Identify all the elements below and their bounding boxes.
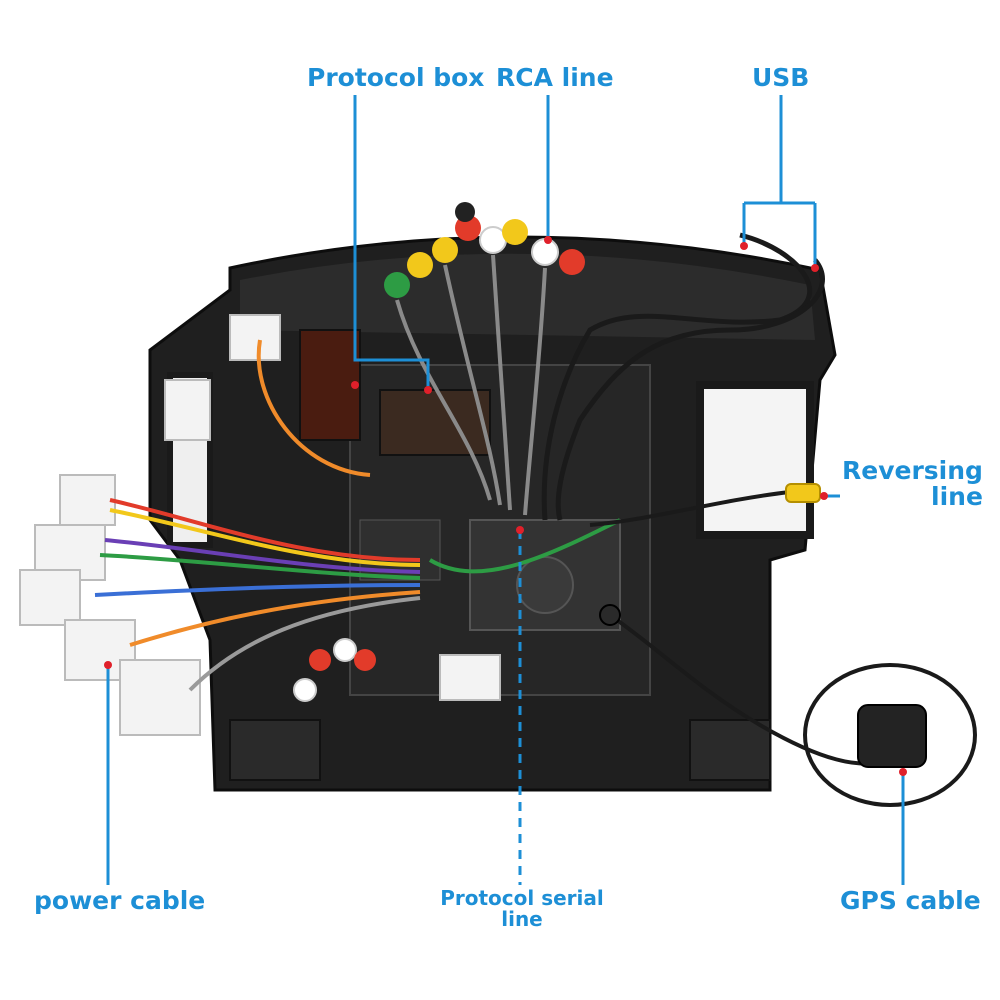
label-rca-line: RCA line: [496, 63, 614, 92]
label-protocol-serial-line-1: Protocol serial: [440, 886, 604, 910]
label-power-cable: power cable: [34, 886, 206, 915]
power-harness: [19, 314, 501, 736]
gps-cable-wire: [608, 613, 891, 766]
label-usb: USB: [752, 63, 810, 92]
label-protocol-serial-line-2: line: [501, 907, 543, 931]
protocol-box-marker-2: [424, 386, 432, 394]
protocol-serial-marker: [516, 526, 524, 534]
protocol-box-device: [379, 389, 491, 456]
bottom-left-tab: [229, 719, 321, 781]
rca-connectors-bottom: [293, 638, 376, 702]
rca-line-marker: [544, 236, 552, 244]
gps-port: [599, 604, 621, 626]
reversing-cable: [589, 490, 791, 527]
label-reversing-line-2: line: [931, 482, 983, 512]
wire-bundle: [94, 339, 621, 692]
label-reversing-line-1: Reversing: [842, 456, 983, 485]
label-gps-cable: GPS cable: [840, 886, 981, 915]
label-protocol-serial-line: Protocol serial line: [440, 888, 604, 930]
rca-connectors: [384, 202, 585, 298]
label-protocol-box: Protocol box: [307, 63, 485, 92]
bottom-right-tab: [689, 719, 771, 781]
usb-leader: [742, 95, 817, 268]
protocol-box-module: [299, 329, 361, 441]
reversing-line-marker: [820, 492, 828, 500]
label-reversing-line: Reversing line: [842, 456, 983, 512]
gps-antenna: [857, 704, 927, 768]
reversing-rca-plug: [785, 483, 821, 503]
gps-cable-marker: [899, 768, 907, 776]
usb-cables: [541, 232, 825, 521]
usb-marker-1: [740, 242, 748, 250]
protocol-box-marker-1: [351, 381, 359, 389]
rca-wires: [395, 254, 547, 516]
power-cable-marker: [104, 661, 112, 669]
protocol-box-leader: [353, 95, 430, 388]
usb-marker-2: [811, 264, 819, 272]
gps-cable-coil: [803, 663, 977, 807]
right-bracket-window: [696, 381, 814, 539]
